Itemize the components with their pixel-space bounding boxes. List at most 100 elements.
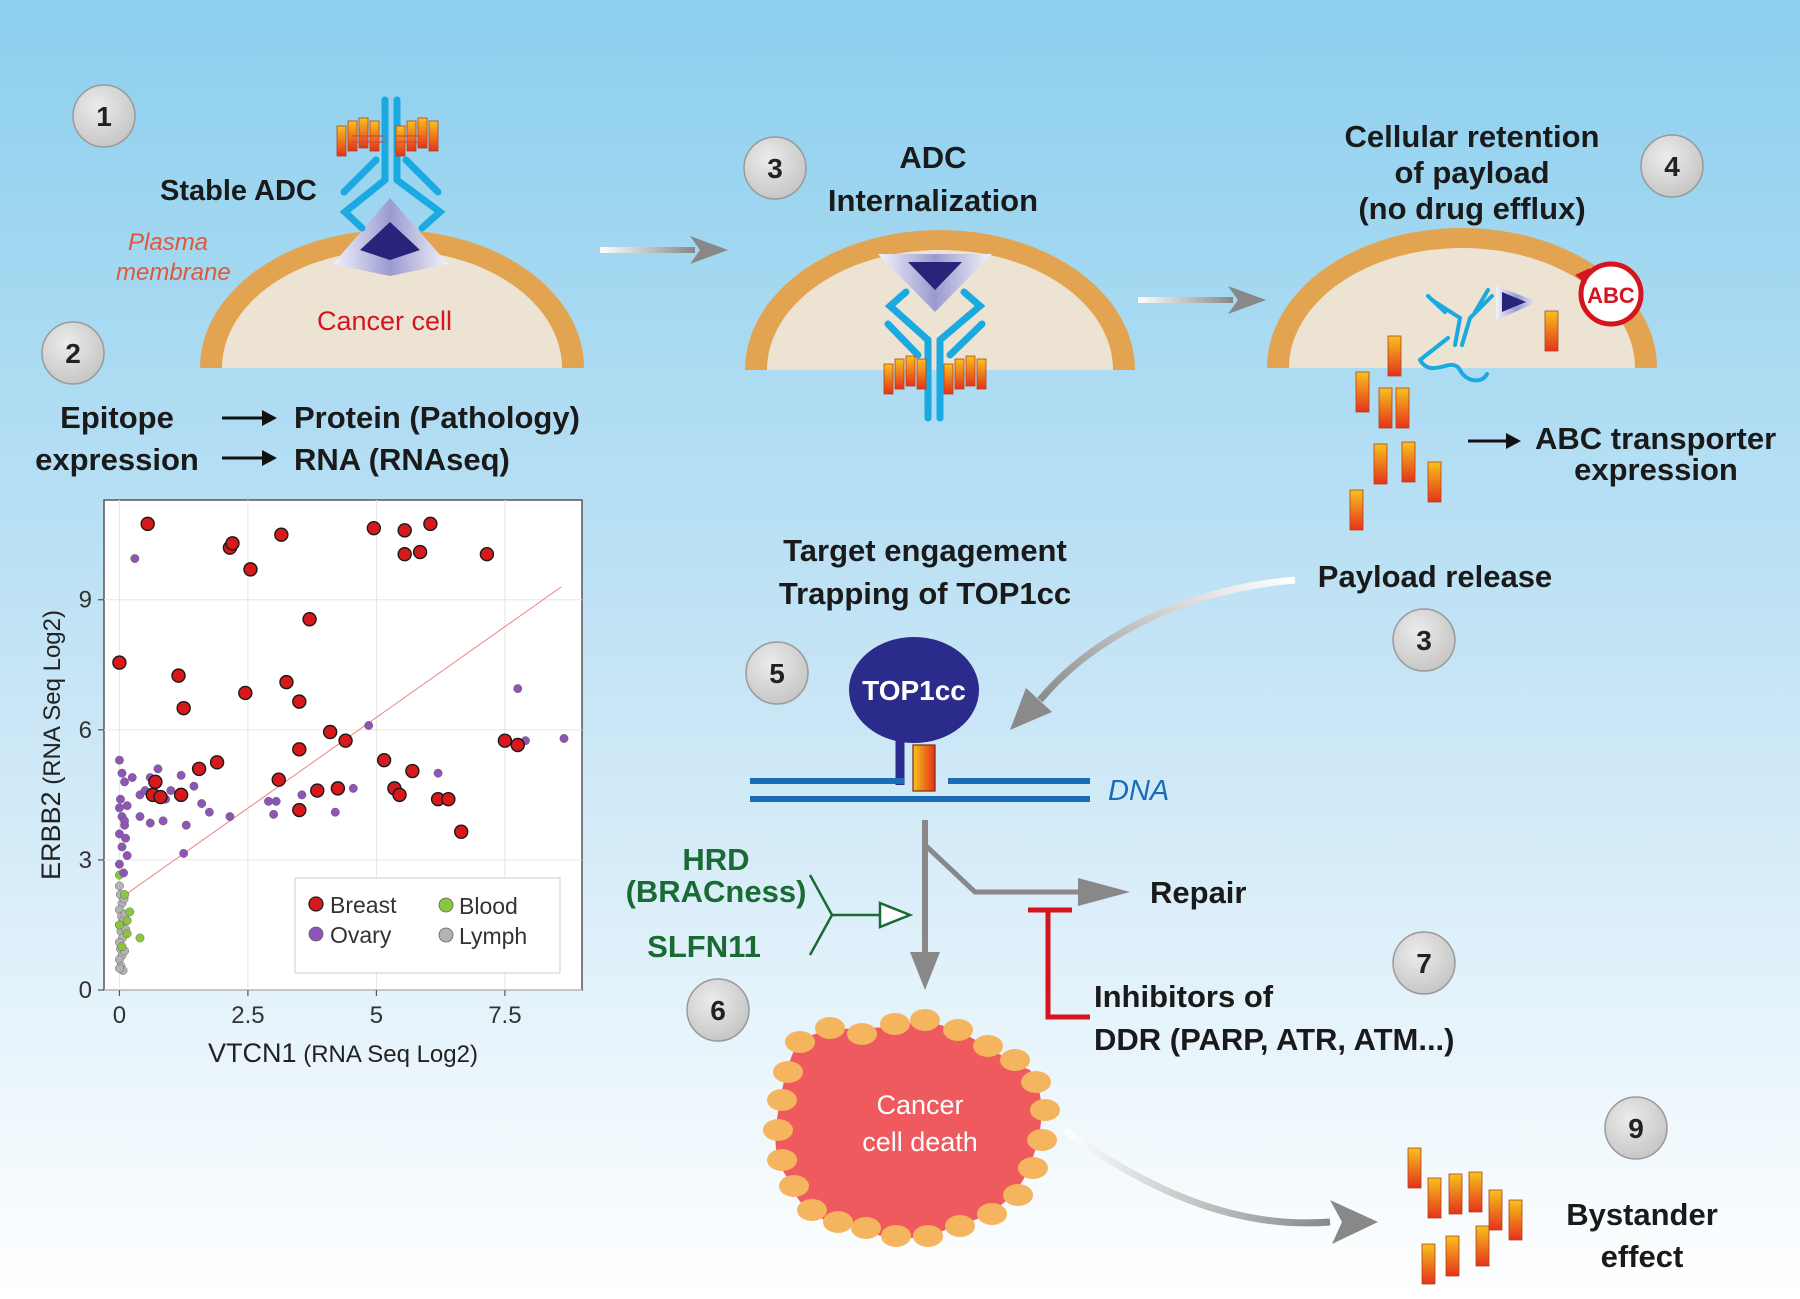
data-point-ovary: [513, 684, 523, 694]
data-point-ovary: [135, 812, 145, 821]
dna-strands: [750, 778, 1090, 802]
data-point-ovary: [204, 807, 214, 817]
cell-rim-blob: [847, 1023, 877, 1045]
retention-label-line1: Cellular retention: [1345, 119, 1600, 154]
chart-legend: Breast Blood Ovary Lymph: [294, 877, 561, 974]
data-point-lymph: [115, 881, 124, 891]
data-point-lymph: [115, 963, 124, 973]
data-point-breast: [366, 520, 382, 536]
cell-rim-blob: [797, 1199, 827, 1221]
data-point-ovary: [122, 801, 132, 811]
data-point-ovary: [271, 796, 281, 806]
data-point-ovary: [330, 807, 340, 817]
cell-rim-blob: [851, 1217, 881, 1239]
data-point-ovary: [269, 809, 279, 819]
cell-rim-blob: [910, 1009, 940, 1031]
legend-blood-marker: [438, 897, 454, 913]
top1cc-complex: TOP1cc: [849, 637, 979, 785]
step-number-2: 2: [65, 338, 81, 369]
step-circle-3-release: 3: [1392, 608, 1456, 672]
cell-rim-blob: [785, 1031, 815, 1053]
data-point-breast: [322, 724, 338, 740]
legend-blood-label: Blood: [459, 893, 518, 919]
step-circle-7: 7: [1392, 931, 1456, 995]
data-point-breast: [209, 755, 225, 770]
stable-adc-label: Stable ADC: [160, 175, 317, 207]
degraded-antibody-icon: [1418, 288, 1494, 383]
trapped-payload-icon: [912, 744, 936, 792]
step-number-3b: 3: [1416, 625, 1432, 656]
data-point-ovary: [559, 734, 569, 743]
cell-rim-blob: [977, 1203, 1007, 1225]
data-point-breast: [292, 694, 307, 709]
x-axis-title: VTCN1 (RNA Seq Log2): [208, 1038, 478, 1068]
data-point-breast: [292, 802, 307, 818]
y-axis-title: ERBB2 (RNA Seq Log2): [36, 610, 66, 880]
pathway-arrows: [910, 820, 1130, 990]
cell-rim-blob: [1030, 1099, 1060, 1121]
y-tick-label: 6: [79, 717, 92, 744]
data-point-blood: [135, 933, 145, 943]
antibody-icon-step3: [884, 288, 986, 422]
legend-breast-label: Breast: [330, 892, 397, 918]
legend-lymph-label: Lymph: [459, 923, 527, 949]
antigen-shape-step3: [878, 254, 992, 312]
released-payload-pieces: [1349, 310, 1559, 531]
cell-rim-blob: [1003, 1184, 1033, 1206]
data-point-ovary: [122, 851, 132, 860]
data-point-ovary: [116, 794, 125, 804]
bystander-label-line1: Bystander: [1566, 1197, 1718, 1232]
data-point-breast: [171, 668, 186, 683]
payload-release-label: Payload release: [1318, 559, 1552, 594]
data-point-breast: [302, 612, 317, 627]
retention-label-line3: (no drug efflux): [1358, 191, 1585, 226]
data-point-ovary: [127, 773, 137, 782]
cell-rim-blob: [779, 1175, 809, 1197]
data-point-ovary: [153, 764, 163, 774]
data-point-ovary: [225, 812, 235, 821]
abc-label: ABC: [1587, 283, 1635, 308]
abc-transporter-label-line1: ABC transporter: [1535, 421, 1776, 456]
abc-transporter-icon: ABC: [1575, 261, 1644, 327]
data-point-ovary: [120, 777, 129, 787]
x-tick-label: 5: [370, 1002, 383, 1029]
data-point-breast: [225, 536, 240, 551]
data-point-blood: [115, 920, 124, 930]
adc-internalization-label-line2: Internalization: [828, 183, 1038, 218]
data-point-breast: [423, 516, 438, 532]
data-point-ovary: [119, 868, 128, 878]
cell-rim-blob: [880, 1013, 910, 1035]
legend-ovary-marker: [308, 926, 324, 942]
arrow-to-rna: [222, 450, 277, 466]
data-point-breast: [279, 674, 294, 690]
data-point-ovary: [179, 849, 189, 858]
antigen-shape-step1: [333, 198, 448, 276]
slfn11-label: SLFN11: [647, 929, 761, 964]
step-number-9: 9: [1628, 1113, 1644, 1144]
cell-rim-blob: [823, 1211, 853, 1233]
step-circle-5: 5: [745, 641, 809, 705]
cell-rim-blob: [1000, 1049, 1030, 1071]
legend-lymph-marker: [438, 927, 454, 943]
cell-rim-blob: [945, 1215, 975, 1237]
data-point-breast: [510, 737, 525, 753]
step-circle-1: 1: [72, 84, 136, 148]
data-point-breast: [392, 787, 407, 803]
data-point-ovary: [130, 554, 140, 563]
data-point-ovary: [176, 770, 186, 780]
step-circle-2: 2: [41, 321, 105, 385]
data-point-blood: [120, 890, 129, 900]
plasma-membrane-label-line1: Plasma: [128, 229, 208, 256]
data-point-ovary: [115, 755, 124, 765]
arrow-payload-to-top1cc: [1010, 576, 1296, 730]
hrd-label-line2: (BRACness): [626, 874, 807, 909]
target-engagement-label-line2: Trapping of TOP1cc: [779, 576, 1071, 611]
data-point-breast: [330, 781, 346, 796]
data-point-breast: [397, 523, 412, 538]
data-point-breast: [153, 789, 168, 805]
data-point-breast: [497, 733, 513, 748]
protein-pathology-label: Protein (Pathology): [294, 400, 580, 435]
cell-rim-blob: [1021, 1071, 1051, 1093]
step-circle-4: 4: [1640, 134, 1704, 198]
cell-rim-blob: [913, 1225, 943, 1247]
